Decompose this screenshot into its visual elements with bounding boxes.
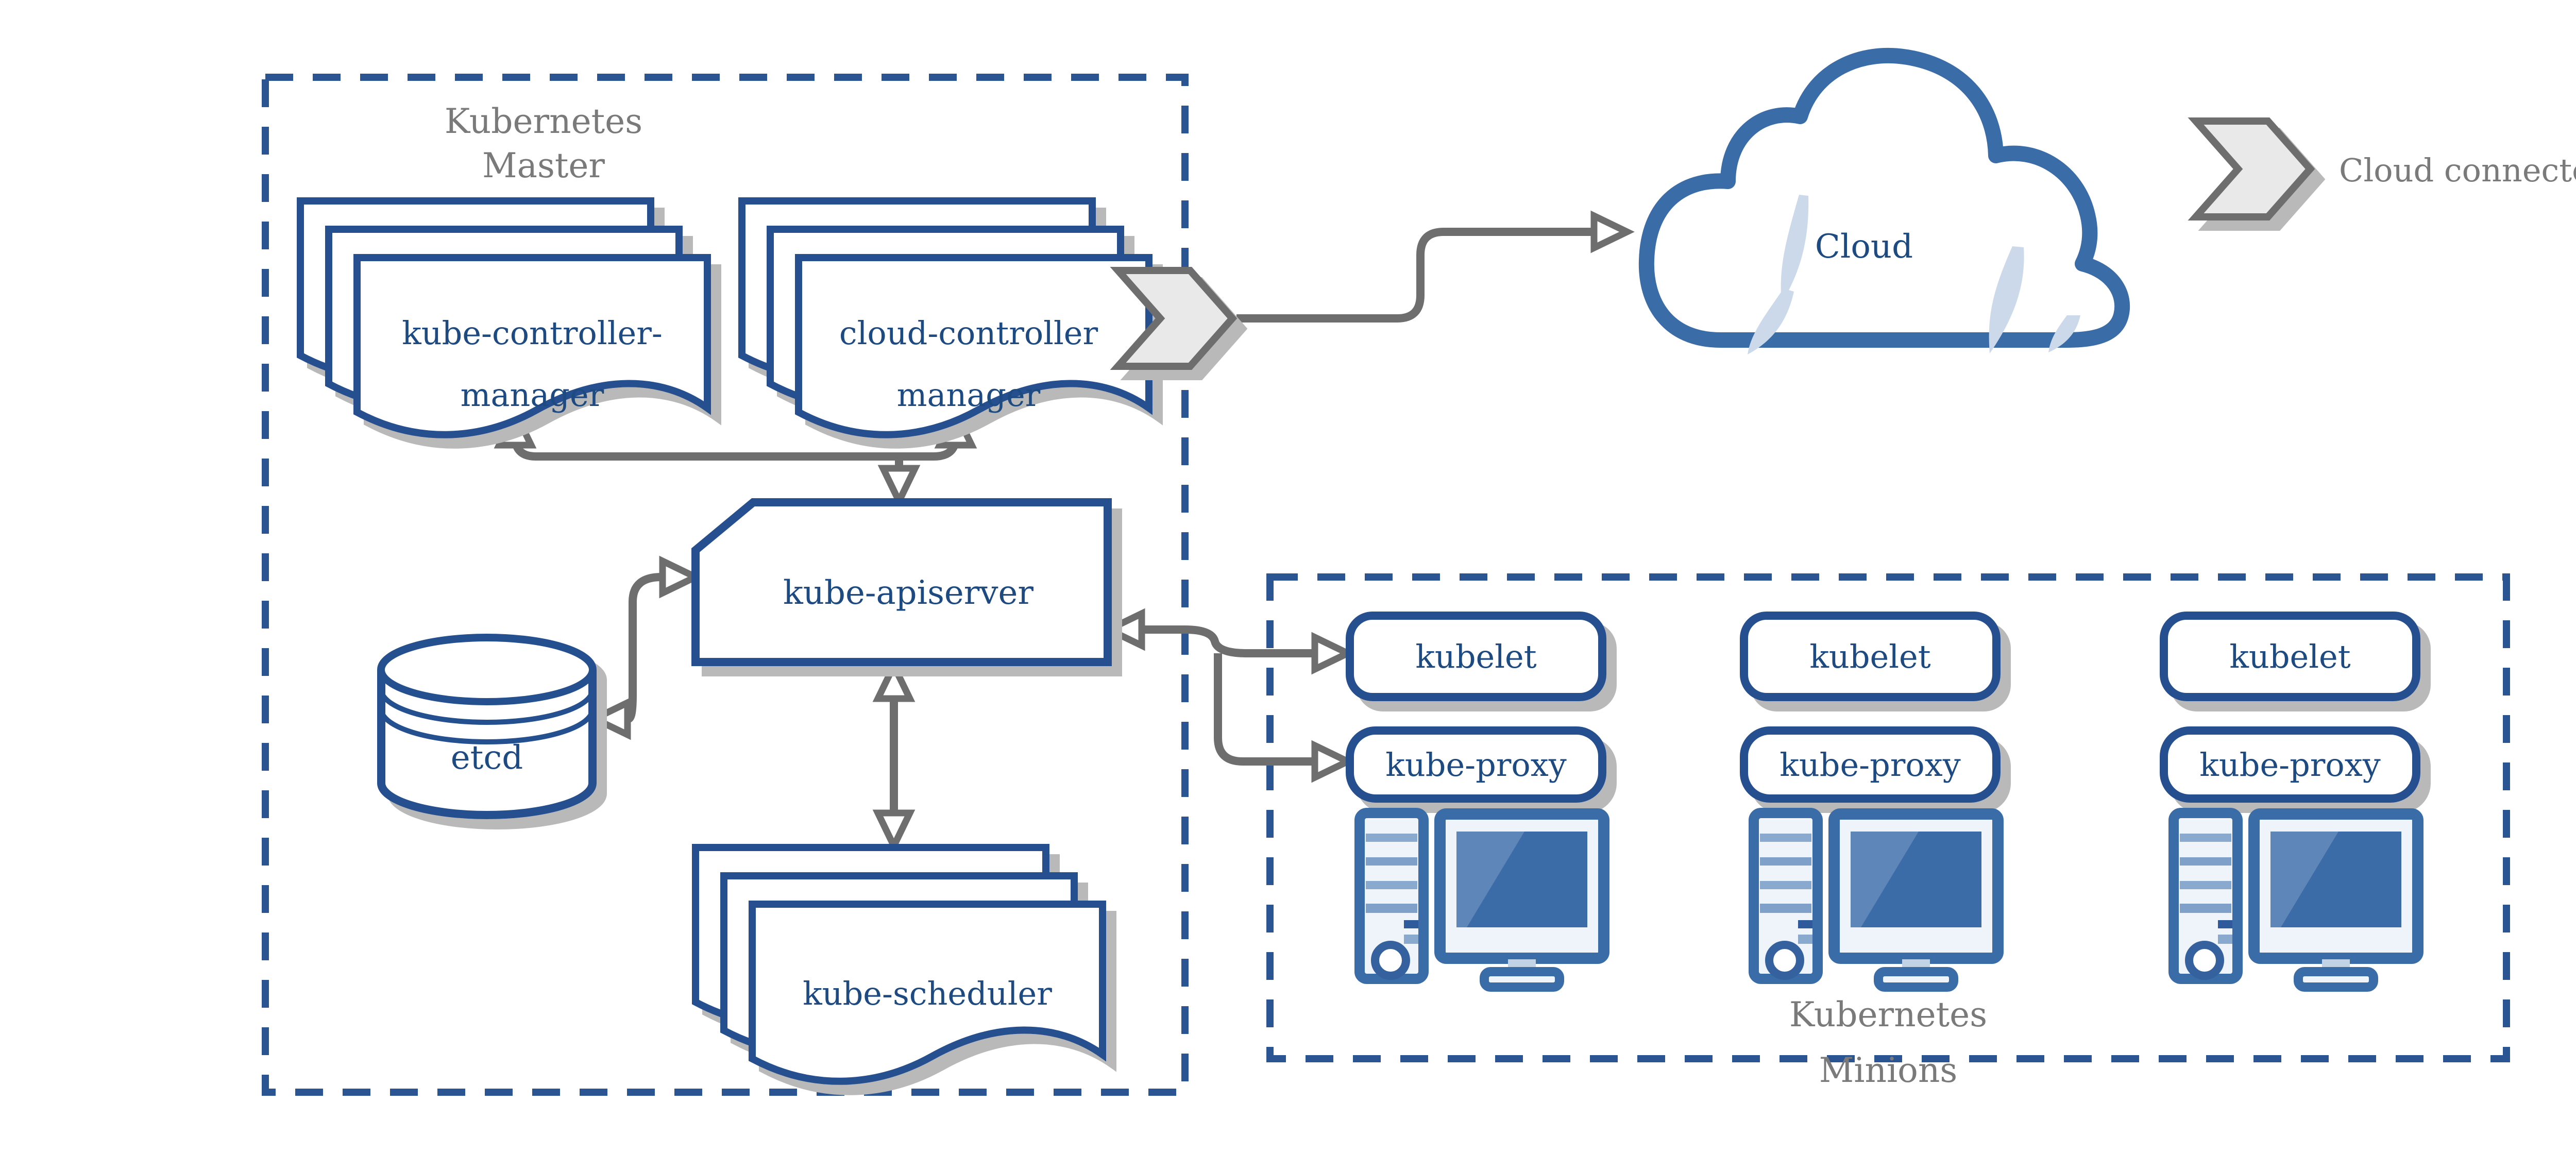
- arrowhead-right-icon: [1315, 745, 1348, 777]
- kube-proxy-label: kube-proxy: [1385, 746, 1566, 784]
- kubernetes-minions-boundary: [1266, 573, 2510, 1062]
- cloud-shape-icon: [1638, 47, 2130, 348]
- cloud-connector-chevron-icon: [2196, 121, 2310, 217]
- kubelet-label: kubelet: [1415, 638, 1536, 675]
- legend-cloud-connector: Cloud connector: [2196, 121, 2576, 217]
- card-shape-icon: [691, 498, 1112, 666]
- node-cloud-controller-manager: cloud-controller manager: [742, 201, 1149, 435]
- kube-controller-manager-label-line1: kube-controller-: [402, 314, 663, 352]
- node-kube-apiserver: kube-apiserver: [691, 498, 1112, 666]
- connector-apiserver-scheduler: [878, 666, 910, 846]
- desktop-computer-icon: [2174, 813, 2418, 987]
- master-title-line2: Master: [482, 146, 605, 185]
- node-etcd: etcd: [377, 634, 597, 819]
- connector-apiserver-kubelet: [1109, 614, 1348, 777]
- node-cloud: Cloud: [1638, 47, 2130, 354]
- arrowhead-left-icon: [1109, 614, 1142, 646]
- arrowhead-right-icon: [1594, 216, 1627, 248]
- cloud-controller-manager-label-line2: manager: [897, 376, 1041, 414]
- connector-controllers-apiserver: [499, 412, 972, 501]
- arrowhead-right-icon: [663, 561, 696, 593]
- node-kube-controller-manager: kube-controller- manager: [300, 201, 707, 435]
- desktop-computer-icon: [1754, 813, 1998, 987]
- master-title-line1: Kubernetes: [445, 101, 642, 141]
- cloud-shine-icon: [1989, 246, 2024, 353]
- kube-apiserver-label: kube-apiserver: [783, 574, 1033, 612]
- arrowhead-right-icon: [1315, 637, 1348, 669]
- arrowhead-down-icon: [883, 468, 915, 501]
- arrowhead-up-icon: [878, 666, 910, 699]
- cloud-shine-icon: [1748, 289, 1794, 354]
- kube-proxy-label: kube-proxy: [1780, 746, 1960, 784]
- minions-zone-title: Kubernetes Minions: [1789, 995, 1987, 1090]
- kubelet-label: kubelet: [2229, 638, 2350, 675]
- kube-proxy-label: kube-proxy: [2199, 746, 2380, 784]
- kube-proxy-box: [2160, 726, 2420, 803]
- minion-node-2: kubelet kube-proxy: [1740, 612, 2001, 987]
- arrowhead-down-icon: [878, 813, 910, 846]
- kubelet-box: [1346, 612, 1606, 701]
- kube-controller-manager-label-line2: manager: [461, 376, 604, 414]
- desktop-computer-icon: [1360, 813, 1604, 987]
- node-kube-scheduler: kube-scheduler: [696, 847, 1103, 1081]
- minions-title-line2: Minions: [1819, 1050, 1957, 1090]
- arrowhead-left-icon: [595, 703, 628, 735]
- kubernetes-master-boundary: [262, 74, 1189, 1096]
- cloud-label: Cloud: [1815, 228, 1913, 266]
- minions-title-line1: Kubernetes: [1789, 995, 1987, 1035]
- kubelet-box: [1740, 612, 2001, 701]
- cloud-shine-icon: [2048, 315, 2080, 352]
- kube-scheduler-label: kube-scheduler: [803, 975, 1052, 1012]
- etcd-label: etcd: [451, 739, 523, 777]
- cloud-controller-manager-label-line1: cloud-controller: [839, 314, 1098, 352]
- kube-proxy-box: [1740, 726, 2001, 803]
- cloud-shine-icon: [1781, 195, 1809, 303]
- kube-proxy-box: [1346, 726, 1606, 803]
- minion-node-3: kubelet kube-proxy: [2160, 612, 2420, 987]
- minion-node-1: kubelet kube-proxy: [1346, 612, 1606, 987]
- legend-label: Cloud connector: [2339, 151, 2576, 189]
- connector-cloud-line: [1236, 216, 1627, 323]
- kubelet-box: [2160, 612, 2420, 701]
- connector-etcd-apiserver: [595, 561, 696, 735]
- master-zone-title: Kubernetes Master: [445, 101, 642, 185]
- kubelet-label: kubelet: [1809, 638, 1930, 675]
